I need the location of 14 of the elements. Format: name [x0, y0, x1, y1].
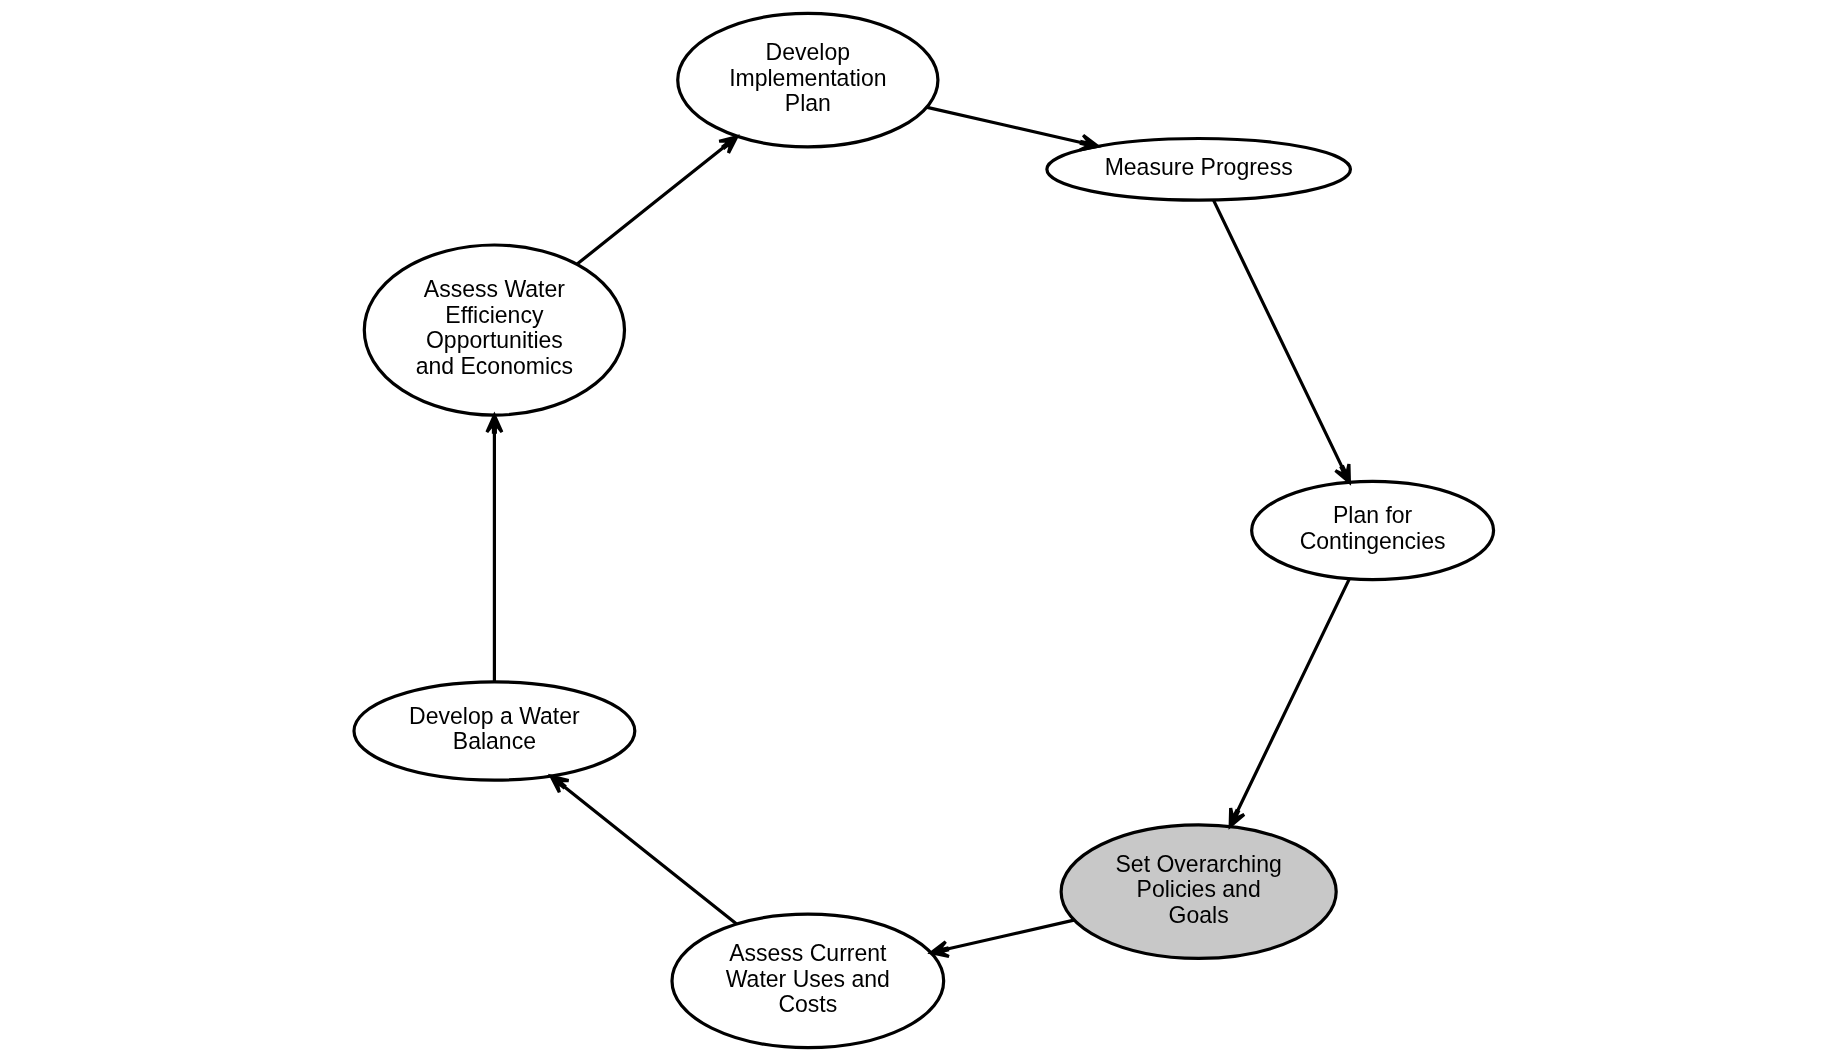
node-ellipse: Assess Water Efficiency Opportunities and Economics — [362, 243, 626, 417]
node-ellipse: Assess Current Water Uses and Costs — [669, 912, 945, 1050]
arrow — [926, 105, 1099, 152]
node-ellipse: Plan for Contingencies — [1249, 479, 1495, 582]
arrow — [1228, 578, 1351, 828]
arrow — [928, 918, 1074, 958]
arrow — [575, 135, 738, 266]
node-ellipse: Develop a Water Balance — [351, 680, 636, 782]
arrow — [548, 774, 737, 926]
node-ellipse: Set Overarching Policies and Goals — [1059, 823, 1338, 961]
node-ellipse: Measure Progress — [1044, 136, 1352, 202]
node-ellipse: Develop Implementation Plan — [675, 11, 940, 149]
arrow — [484, 413, 503, 682]
arrow — [1211, 199, 1351, 484]
